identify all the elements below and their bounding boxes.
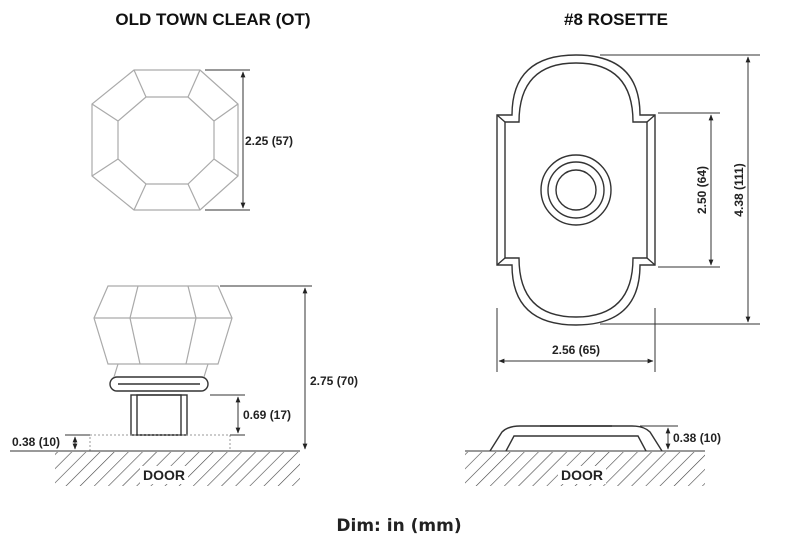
rosette-thickness-dimension xyxy=(640,425,678,450)
knob-width-dimension xyxy=(205,69,250,211)
rosette-front-view xyxy=(496,54,656,326)
knob-height-label: 2.75 (70) xyxy=(310,374,358,388)
units-caption: Dim: in (mm) xyxy=(336,516,461,536)
rosette-inner-dimension xyxy=(658,112,720,268)
rosette-width-label: 2.56 (65) xyxy=(552,343,600,357)
base-height-dimension xyxy=(10,434,90,452)
rosette-thickness-label: 0.38 (10) xyxy=(673,431,721,445)
rosette-title: #8 ROSETTE xyxy=(564,10,668,29)
knob-side-view xyxy=(89,285,233,452)
rosette-height-label: 4.38 (111) xyxy=(732,163,746,216)
rosette-side-view xyxy=(489,425,663,452)
knob-height-dimension xyxy=(220,285,312,450)
rosette-width-dimension xyxy=(496,308,656,372)
knob-top-view xyxy=(91,69,239,211)
door-label-right: DOOR xyxy=(561,467,603,483)
door-label-left: DOOR xyxy=(143,467,185,483)
base-height-label: 0.38 (10) xyxy=(12,435,60,449)
rosette-height-dimension xyxy=(600,54,760,325)
shank-height-label: 0.69 (17) xyxy=(243,408,291,422)
knob-width-label: 2.25 (57) xyxy=(245,134,293,148)
rosette-inner-label: 2.50 (64) xyxy=(695,166,709,214)
shank-height-dimension xyxy=(210,394,245,436)
door-label-bg-left xyxy=(140,466,188,484)
door-label-bg-right xyxy=(558,466,606,484)
knob-title: OLD TOWN CLEAR (OT) xyxy=(115,10,310,29)
